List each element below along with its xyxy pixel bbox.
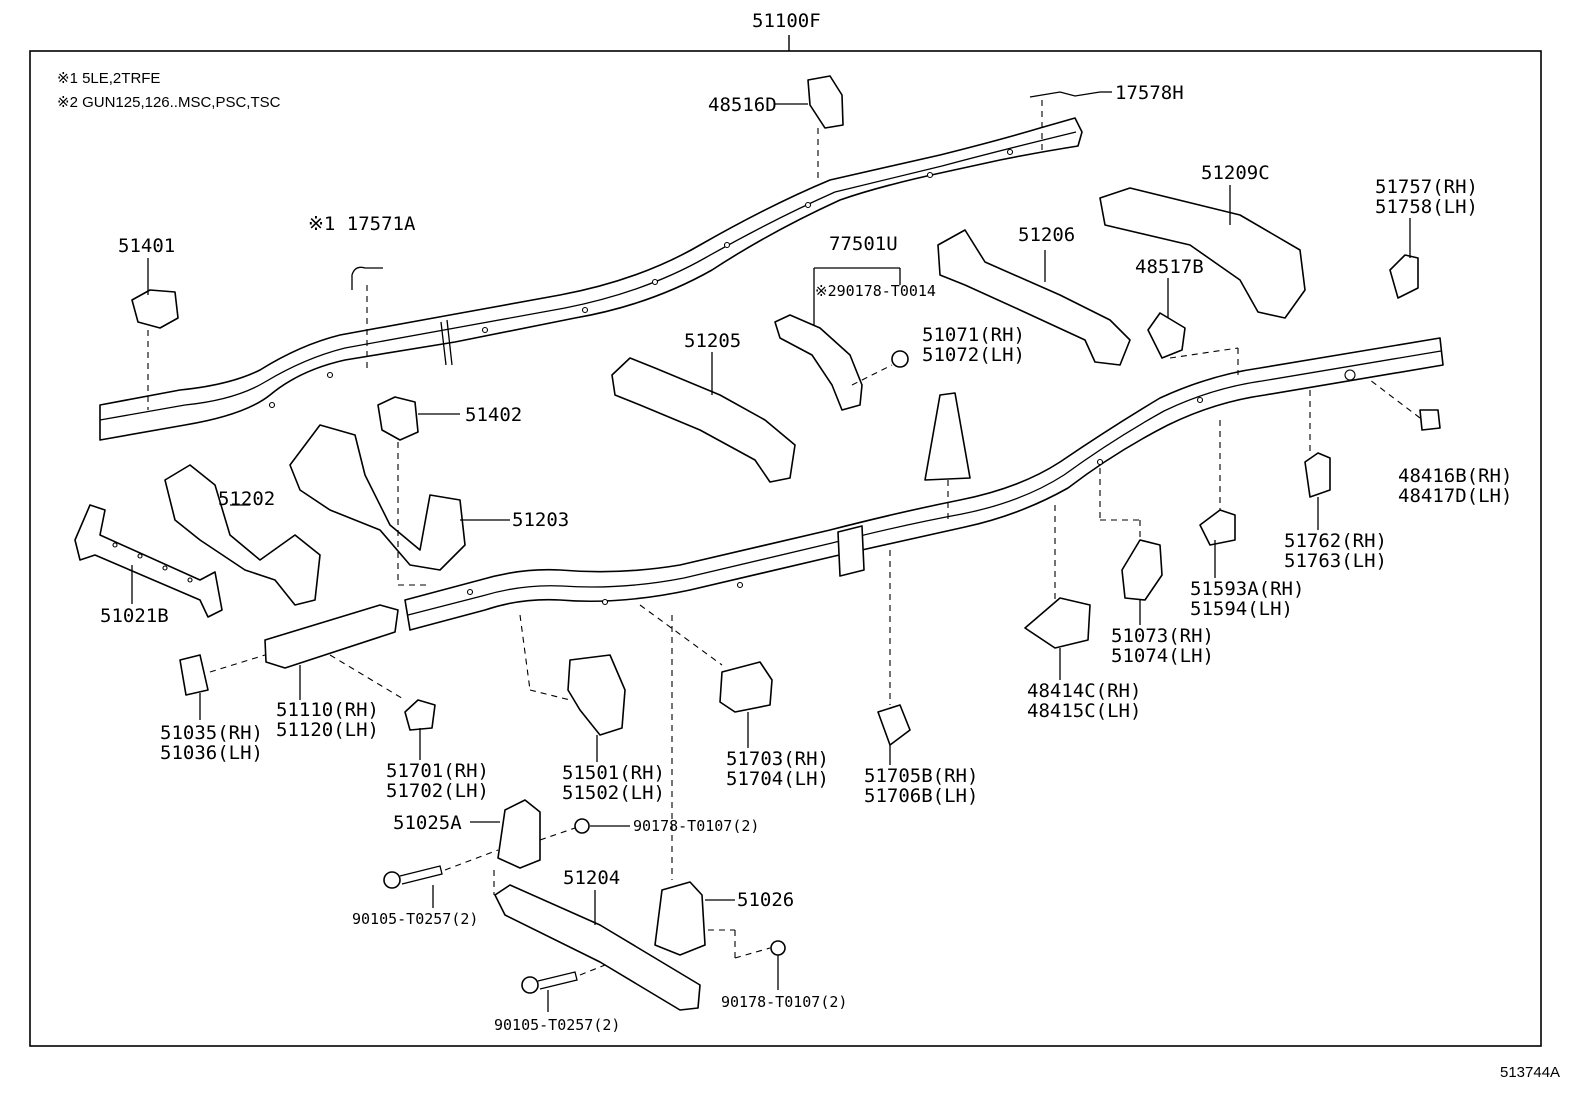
label-51120: 51120(LH) (276, 719, 379, 741)
part-77501U-shape (774, 314, 863, 411)
label-48416B: 48416B(RH) (1398, 465, 1513, 487)
label-17578H: 17578H (1115, 82, 1184, 104)
assembly-label: 51100F (752, 10, 821, 32)
label-77501U: 77501U (829, 233, 898, 255)
label-51703: 51703(RH) (726, 748, 829, 770)
label-51705B: 51705B(RH) (864, 765, 979, 787)
label-51026: 51026 (737, 889, 795, 911)
label-51702: 51702(LH) (386, 780, 489, 802)
upper-frame-rail (99, 117, 1083, 441)
part-48414C-shape (1024, 597, 1091, 649)
part-51035-shape (179, 654, 209, 696)
part-51206-shape (937, 229, 1131, 366)
label-51202: 51202 (218, 488, 276, 510)
leader-lines (131, 91, 1411, 1012)
label-51401: 51401 (118, 235, 176, 257)
label-90178-T0107-b: 90178-T0107(2) (721, 993, 848, 1011)
part-51202-shape (164, 464, 321, 606)
diagram-frame (29, 50, 1542, 1047)
label-90105-T0257-a: 90105-T0257(2) (352, 910, 479, 928)
part-51501-shape (567, 654, 626, 736)
label-51110: 51110(RH) (276, 699, 379, 721)
label-51594: 51594(LH) (1190, 598, 1293, 620)
label-51763: 51763(LH) (1284, 550, 1387, 572)
part-90105-T0257-bolt-a (383, 865, 443, 889)
label-51205: 51205 (684, 330, 742, 352)
part-51025A-shape (497, 799, 541, 869)
label-48415C: 48415C(LH) (1027, 700, 1142, 722)
label-51593A: 51593A(RH) (1190, 578, 1305, 600)
part-48517B-shape (1147, 312, 1186, 359)
part-90178-T0014-nut (891, 350, 909, 368)
part-51705B-shape (877, 704, 911, 746)
label-90105-T0257-b: 90105-T0257(2) (494, 1016, 621, 1034)
lower-frame-rail (404, 337, 1444, 631)
part-48516D-shape (807, 75, 844, 129)
part-90105-T0257-bolt-b (521, 971, 578, 994)
label-48517B: 48517B (1135, 256, 1204, 278)
part-51209C-shape (1099, 187, 1306, 319)
part-51073-shape (1121, 539, 1163, 601)
part-51701-shape (404, 699, 436, 731)
note-2: ※2 GUN125,126..MSC,PSC,TSC (57, 94, 281, 111)
label-51025A: 51025A (393, 812, 462, 834)
label-48417D: 48417D(LH) (1398, 485, 1513, 507)
label-51204: 51204 (563, 867, 621, 889)
label-90178-T0107-a: 90178-T0107(2) (633, 817, 760, 835)
part-17571A-shape (351, 266, 383, 290)
label-51209C: 51209C (1201, 162, 1270, 184)
label-51762: 51762(RH) (1284, 530, 1387, 552)
part-51203-shape (289, 424, 466, 571)
part-51703-shape (719, 661, 773, 713)
label-51402: 51402 (465, 404, 523, 426)
label-51502: 51502(LH) (562, 782, 665, 804)
label-51035: 51035(RH) (160, 722, 263, 744)
label-51036: 51036(LH) (160, 742, 263, 764)
label-51072: 51072(LH) (922, 344, 1025, 366)
label-51706B: 51706B(LH) (864, 785, 979, 807)
part-51110-shape (264, 604, 399, 669)
part-51204-shape (494, 884, 701, 1011)
part-17578H-shape (1029, 91, 1101, 98)
part-51593A-shape (1199, 509, 1236, 546)
label-48516D: 48516D (708, 94, 777, 116)
label-51701: 51701(RH) (386, 760, 489, 782)
label-48414C: 48414C(RH) (1027, 680, 1142, 702)
label-51074: 51074(LH) (1111, 645, 1214, 667)
label-51758: 51758(LH) (1375, 196, 1478, 218)
part-51021B-shape (74, 504, 223, 618)
part-51026-shape (654, 881, 706, 956)
part-51757-shape (1389, 254, 1419, 299)
part-51762-shape (1304, 452, 1331, 498)
dashed-leaders (147, 100, 1421, 976)
part-48416B-shape (1419, 409, 1441, 431)
label-51501: 51501(RH) (562, 762, 665, 784)
label-51206: 51206 (1018, 224, 1076, 246)
label-17571A: ※1 17571A (308, 213, 416, 235)
label-90178-T0014: ※290178-T0014 (815, 282, 936, 300)
label-51071: 51071(RH) (922, 324, 1025, 346)
part-51071-shape (924, 392, 971, 481)
part-51401-shape (131, 289, 179, 329)
part-90178-T0107-nut-b (770, 940, 786, 956)
part-51205-shape (611, 357, 796, 483)
label-51203: 51203 (512, 509, 570, 531)
label-51757: 51757(RH) (1375, 176, 1478, 198)
diagram-code: 513744A (1500, 1064, 1561, 1081)
part-90178-T0107-nut-a (574, 818, 590, 834)
label-51021B: 51021B (100, 605, 169, 627)
part-51402-shape (377, 396, 419, 441)
label-51073: 51073(RH) (1111, 625, 1214, 647)
note-1: ※1 5LE,2TRFE (57, 70, 161, 87)
label-51704: 51704(LH) (726, 768, 829, 790)
